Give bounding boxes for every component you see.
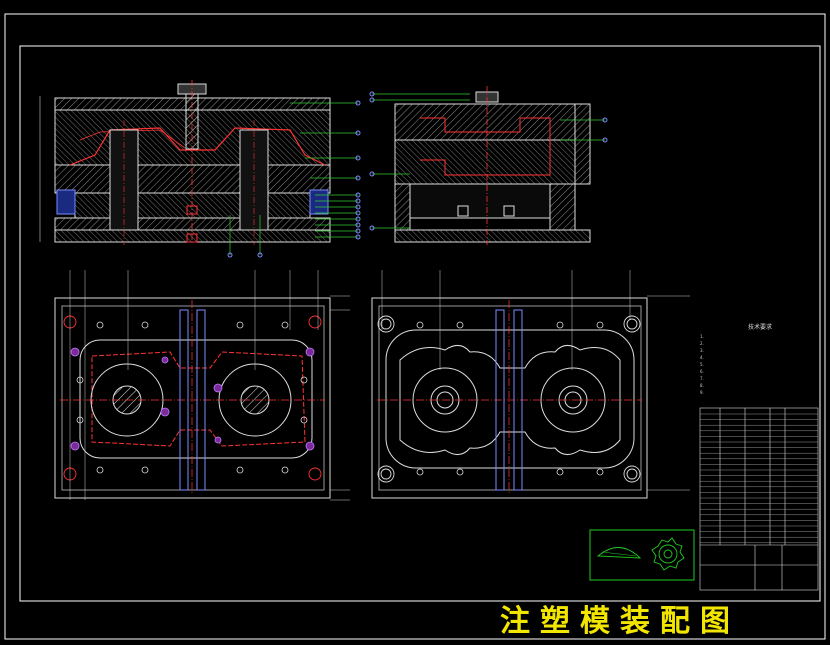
leader-lines-side — [372, 93, 605, 229]
balloons-side — [369, 91, 608, 231]
bill-of-materials — [699, 407, 819, 591]
technical-note-line: 2. — [700, 341, 704, 346]
bom-rows — [700, 413, 818, 543]
leader-lines-front — [229, 102, 358, 255]
plan-view-right — [371, 270, 690, 499]
technical-note-line: 5. — [700, 362, 704, 367]
inner-frame — [19, 45, 821, 602]
title-block — [700, 544, 818, 590]
technical-note-line: 9. — [700, 390, 704, 395]
drawing-title: 注塑模装配图 — [500, 604, 740, 639]
technical-note-line: 8. — [700, 383, 704, 388]
side-section-view — [394, 86, 591, 245]
technical-note-line: 4. — [700, 355, 704, 360]
technical-note-line: 3. — [700, 348, 704, 353]
plan-view-left — [54, 270, 350, 501]
balloons-front — [227, 100, 361, 258]
product-sketch — [589, 529, 695, 581]
technical-note-line: 7. — [700, 376, 704, 381]
front-section-view — [39, 80, 331, 245]
outer-frame — [4, 13, 826, 640]
technical-note-line: 6. — [700, 369, 704, 374]
technical-note-line: 1. — [700, 334, 704, 339]
technical-notes-title: 技术要求 — [748, 324, 773, 331]
